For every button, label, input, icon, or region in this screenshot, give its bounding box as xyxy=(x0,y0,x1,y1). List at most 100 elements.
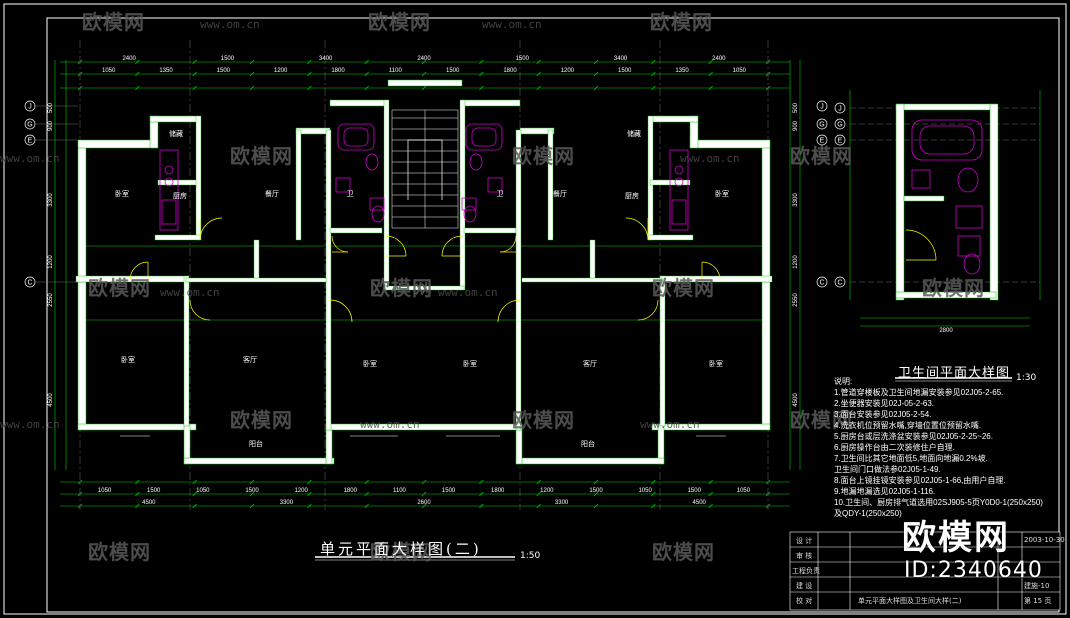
tb-row-label: 工程负责 xyxy=(792,567,820,575)
watermark-url: www.om.cn xyxy=(200,18,260,31)
room-label: 卧室 xyxy=(363,359,377,368)
dimension-tick xyxy=(536,503,541,509)
watermark-text: 欧模网 xyxy=(370,540,433,564)
dimension-label: 3400 xyxy=(319,56,333,62)
axis-circle xyxy=(816,276,828,288)
dimension-label: 1200 xyxy=(294,488,308,494)
dimension-label: 1500 xyxy=(516,56,530,62)
note-line: 7.卫生间比其它地面低5,地面向地漏0.2%坡. xyxy=(834,454,988,463)
watermark-url: www.om.cn xyxy=(640,418,700,431)
dimension-tick xyxy=(135,59,140,65)
dimension-tick xyxy=(708,479,713,485)
room-label: 餐厅 xyxy=(553,189,567,198)
axis-label: E xyxy=(838,138,843,145)
windows xyxy=(96,140,752,437)
dimension-tick xyxy=(307,479,312,485)
dimension-tick xyxy=(307,491,312,497)
tb-row-label: 审 核 xyxy=(796,552,813,560)
room-label: 卧室 xyxy=(121,355,135,364)
dimension-label: 1500 xyxy=(147,488,161,494)
dimension-label: 2400 xyxy=(122,56,136,62)
watermark-text: 欧模网 xyxy=(512,408,575,432)
dimension-label: 1800 xyxy=(331,68,345,74)
dimension-tick xyxy=(307,59,312,65)
drawing-frame xyxy=(3,3,1067,615)
dimension-label: 1200 xyxy=(793,255,799,269)
dimension-label: 3300 xyxy=(793,193,799,207)
dimension-label: 500 xyxy=(793,102,799,113)
dimension-tick xyxy=(536,85,541,91)
dimension-label: 1050 xyxy=(733,68,747,74)
dimension-label: 3300 xyxy=(280,500,294,506)
dimension-tick xyxy=(364,59,369,65)
dimension-tick xyxy=(593,71,599,77)
dimension-label: 1050 xyxy=(196,488,210,494)
dimension-tick xyxy=(479,479,484,485)
staircase xyxy=(391,109,459,229)
dimension-tick xyxy=(479,491,484,497)
plan-title: 单元平面大样图(二) xyxy=(320,540,482,558)
dimension-tick xyxy=(651,503,656,509)
dimension-tick xyxy=(536,59,541,65)
dimension-tick xyxy=(135,85,140,91)
watermark-url: www.om.cn xyxy=(160,286,220,299)
notes-heading: 说明: xyxy=(834,377,853,386)
dimension-tick xyxy=(249,59,255,65)
dimension-tick xyxy=(421,85,427,91)
dimension-label: 2600 xyxy=(417,500,431,506)
dimension-tick xyxy=(249,491,255,497)
dimension-tick xyxy=(593,503,599,509)
dimension-label: 1050 xyxy=(102,68,116,74)
room-label: 阳台 xyxy=(581,439,595,448)
room-label: 储藏 xyxy=(627,129,641,138)
note-line: 4.洗衣机位预留水嘴,穿墙位置位预留水嘴. xyxy=(834,421,982,430)
dimension-label: 1050 xyxy=(98,488,112,494)
dimension-tick xyxy=(765,71,771,77)
dimension-tick xyxy=(249,71,255,77)
dimension-tick xyxy=(651,59,656,65)
dimension-tick xyxy=(192,85,197,91)
dimension-label: 1050 xyxy=(638,488,652,494)
dimension-tick xyxy=(192,503,197,509)
axis-label: J xyxy=(28,104,32,111)
dimension-tick xyxy=(364,71,369,77)
dimension-label: 900 xyxy=(793,120,799,131)
room-label: 卧室 xyxy=(715,189,729,198)
dimension-tick xyxy=(421,491,427,497)
dimension-tick xyxy=(364,479,369,485)
note-line: 8.面台上镜挂镜安装参见02J05-1-66,由用户自理. xyxy=(834,476,1006,485)
dimension-tick xyxy=(593,85,599,91)
dimension-tick xyxy=(135,491,140,497)
note-line: 3.面台安装参见02J05-2-54. xyxy=(834,410,932,419)
watermark-url: www.om.cn xyxy=(482,18,542,31)
dimension-tick xyxy=(536,479,541,485)
dimension-label: 900 xyxy=(48,120,54,131)
dimension-tick xyxy=(307,503,312,509)
tb-row-label: 校 对 xyxy=(796,597,813,605)
axis-circle xyxy=(816,100,828,112)
watermark-text: 欧模网 xyxy=(230,408,293,432)
dimension-tick xyxy=(135,479,140,485)
watermark-text: 欧模网 xyxy=(368,10,431,34)
room-label: 客厅 xyxy=(243,355,257,364)
watermark-text: 欧模网 xyxy=(652,540,715,564)
tb-row-label: 建 设 xyxy=(796,582,813,590)
dimension-tick xyxy=(479,71,484,77)
dimension-tick xyxy=(77,479,83,485)
dimension-label: 3400 xyxy=(614,56,628,62)
axis-circle xyxy=(834,134,846,146)
watermark-text: 欧模网 xyxy=(652,276,715,300)
dimension-label: 1050 xyxy=(737,488,751,494)
dimension-label: 2400 xyxy=(417,56,431,62)
note-line: 10.卫生间、厨房排气道选用02SJ905-5页Y0D0-1(250x250) xyxy=(834,498,1043,507)
dimension-tick xyxy=(192,71,197,77)
dimension-tick xyxy=(765,85,771,91)
dimension-tick xyxy=(708,71,713,77)
dimension-tick xyxy=(192,479,197,485)
dimension-label: 1500 xyxy=(217,68,231,74)
dimension-label: 2400 xyxy=(712,56,726,62)
dimension-label: 1350 xyxy=(675,68,689,74)
dimension-label: 3300 xyxy=(48,193,54,207)
